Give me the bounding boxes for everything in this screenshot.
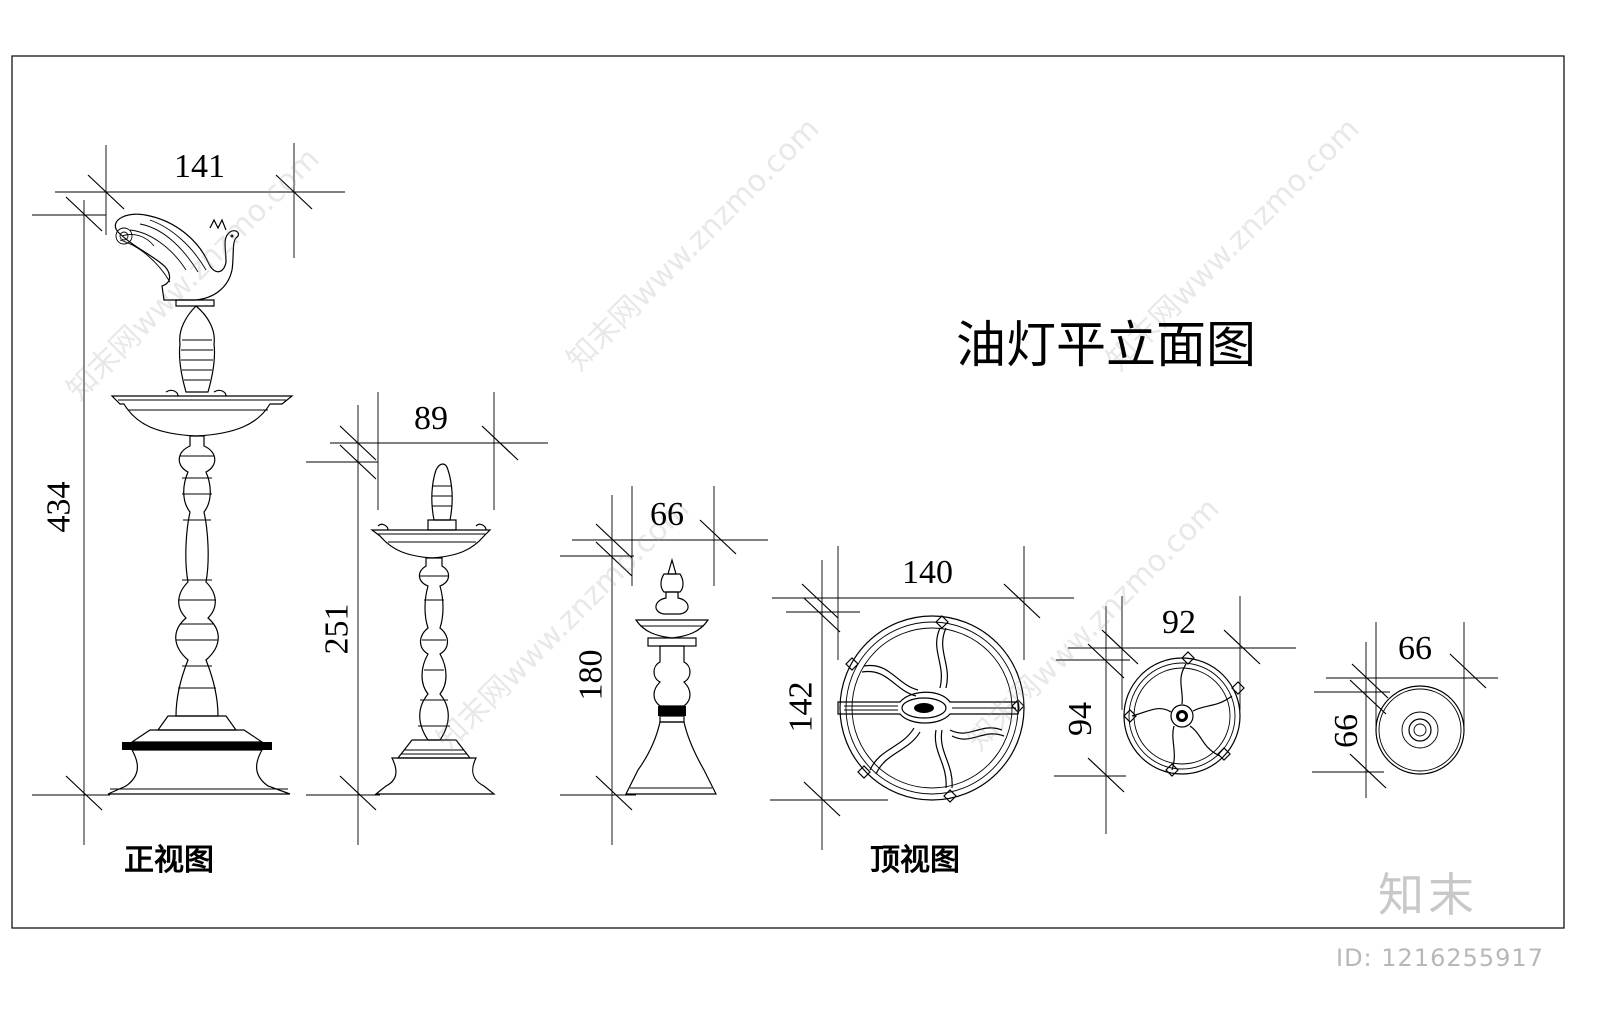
dim-lamp1-height: 434	[40, 481, 78, 533]
dim-lamp2-width: 89	[414, 400, 448, 437]
lamp-2-elevation	[306, 392, 548, 845]
dim-top1-height: 142	[782, 681, 820, 733]
top-view-caption: 顶视图	[870, 843, 960, 878]
dim-top3-height: 66	[1328, 714, 1365, 748]
dim-lamp3-width: 66	[650, 496, 684, 533]
document-id: ID: 1216255917	[1336, 944, 1544, 972]
lamp-3-elevation	[560, 486, 768, 845]
dim-lamp2-height: 251	[318, 603, 356, 655]
top-view-3	[1312, 622, 1498, 798]
dim-lamp3-height: 180	[572, 649, 610, 701]
dim-top1-width: 140	[902, 554, 953, 591]
drawing-frame	[11, 55, 1565, 929]
dim-top2-height: 94	[1062, 702, 1099, 736]
dim-top2-width: 92	[1162, 604, 1196, 641]
brand-logo: 知末	[1378, 868, 1478, 922]
top-view-2	[1054, 596, 1296, 834]
dim-lamp1-width: 141	[174, 148, 225, 185]
dim-top3-width: 66	[1398, 630, 1432, 667]
front-view-caption: 正视图	[124, 843, 214, 878]
lamp-1-elevation	[32, 143, 345, 845]
drawing-title: 油灯平立面图	[956, 316, 1256, 374]
top-view-1	[770, 546, 1074, 850]
